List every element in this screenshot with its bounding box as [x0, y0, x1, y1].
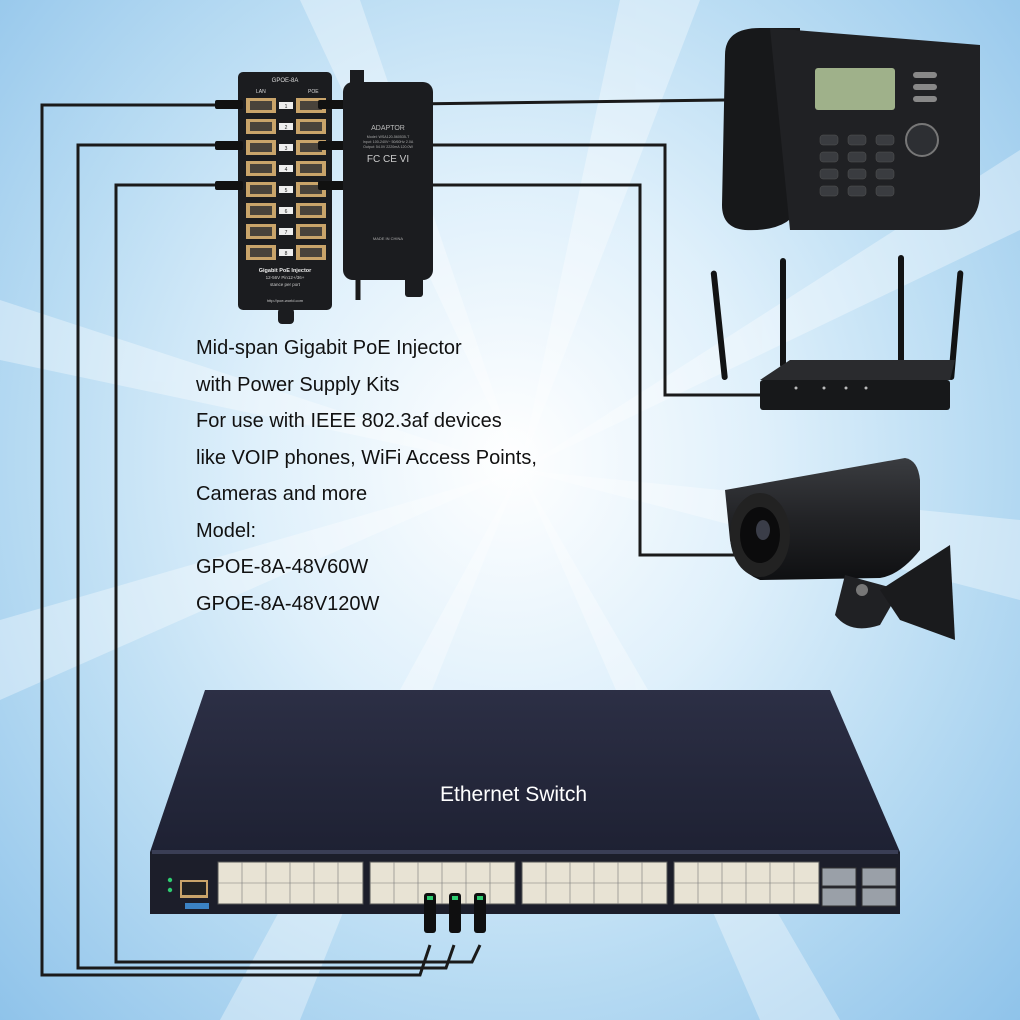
injector-lan-label: LAN: [256, 89, 266, 95]
lan-cable-3: [114, 183, 482, 964]
adaptor-marks: FC CE VI: [367, 154, 409, 165]
injector-url: http://poe-world.com: [267, 298, 304, 303]
svg-text:1: 1: [285, 104, 288, 110]
adaptor-line-1: Model: WSA120-560535-T: [367, 135, 410, 139]
svg-text:5: 5: [285, 188, 288, 194]
poe-cable-router: [330, 143, 765, 397]
description-line-2: with Power Supply Kits: [196, 373, 400, 396]
model-2: GPOE-8A-48V120W: [196, 592, 380, 615]
injector-plugs: [215, 100, 346, 190]
injector-port-numbers: 1 2 3 4 5 6 7 8: [279, 102, 293, 257]
switch-plugs: [424, 893, 486, 933]
switch-sfp-ports: [821, 867, 897, 907]
adaptor-title: ADAPTOR: [371, 125, 405, 132]
switch-port-dividers-vertical: [241, 862, 795, 904]
adaptor-made-in: MADE IN CHINA: [373, 236, 404, 241]
svg-text:4: 4: [285, 167, 288, 173]
security-camera: [725, 458, 955, 640]
poe-cable-camera: [330, 183, 775, 557]
power-adaptor: ADAPTOR Model: WSA120-560535-T Input: 10…: [343, 70, 433, 297]
description-line-3: For use with IEEE 802.3af devices: [196, 410, 502, 432]
description-line-1: Mid-span Gigabit PoE Injector: [196, 337, 462, 359]
poe-injector: GPOE-8A LAN POE 1 2 3 4 5 6 7 8 Gigabit …: [238, 72, 332, 324]
injector-poe-label: POE: [308, 89, 319, 95]
svg-text:7: 7: [285, 230, 288, 236]
injector-model: GPOE-8A: [272, 78, 299, 84]
svg-text:3: 3: [285, 146, 288, 152]
lan-cable-2: [76, 143, 456, 970]
product-description: Mid-span Gigabit PoE Injector with Power…: [196, 330, 537, 622]
injector-spec: 12-56V Pin12+/36+: [266, 275, 305, 280]
svg-text:8: 8: [285, 251, 288, 257]
injector-title: Gigabit PoE Injector: [259, 268, 312, 274]
model-label: Model:: [196, 519, 257, 542]
model-1: GPOE-8A-48V60W: [196, 556, 369, 578]
description-line-5: Cameras and more: [196, 483, 368, 505]
injector-sub: stance per port: [270, 282, 301, 287]
svg-text:6: 6: [285, 209, 288, 215]
adaptor-line-3: Output: 54.0V 2220mA 120.0W: [363, 145, 413, 149]
adaptor-line-2: Input: 100-240V~ 50/60Hz 2.0A: [363, 140, 414, 144]
wifi-router: [710, 255, 964, 410]
ethernet-switch: [150, 690, 900, 933]
voip-phone: [722, 28, 980, 231]
svg-text:2: 2: [285, 125, 288, 131]
description-line-4: like VOIP phones, WiFi Access Points,: [196, 446, 537, 469]
switch-label: Ethernet Switch: [440, 783, 588, 806]
lan-cable-1: [40, 103, 432, 977]
